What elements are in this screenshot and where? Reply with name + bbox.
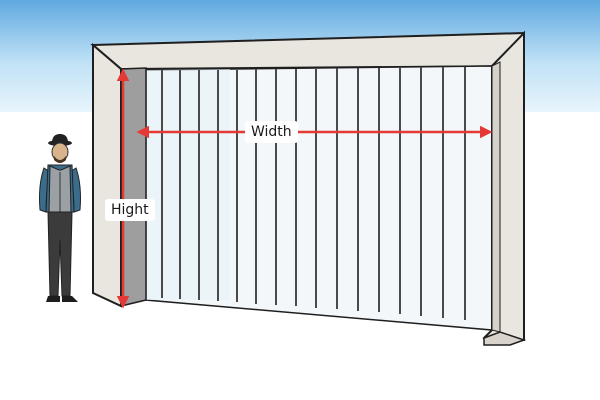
width-label: Width <box>245 121 298 143</box>
frame-right-base <box>483 331 527 346</box>
left-shoe <box>46 296 60 302</box>
beard <box>54 156 66 163</box>
frame-left-pillar <box>92 42 122 308</box>
person-figure <box>39 134 81 302</box>
hat-crown <box>52 134 68 143</box>
height-label: Hight <box>105 199 155 221</box>
frame-right-inner-face <box>491 61 501 333</box>
right-shoe <box>62 296 78 302</box>
frame-left-inner-face <box>120 67 147 307</box>
door-slats <box>161 67 466 320</box>
